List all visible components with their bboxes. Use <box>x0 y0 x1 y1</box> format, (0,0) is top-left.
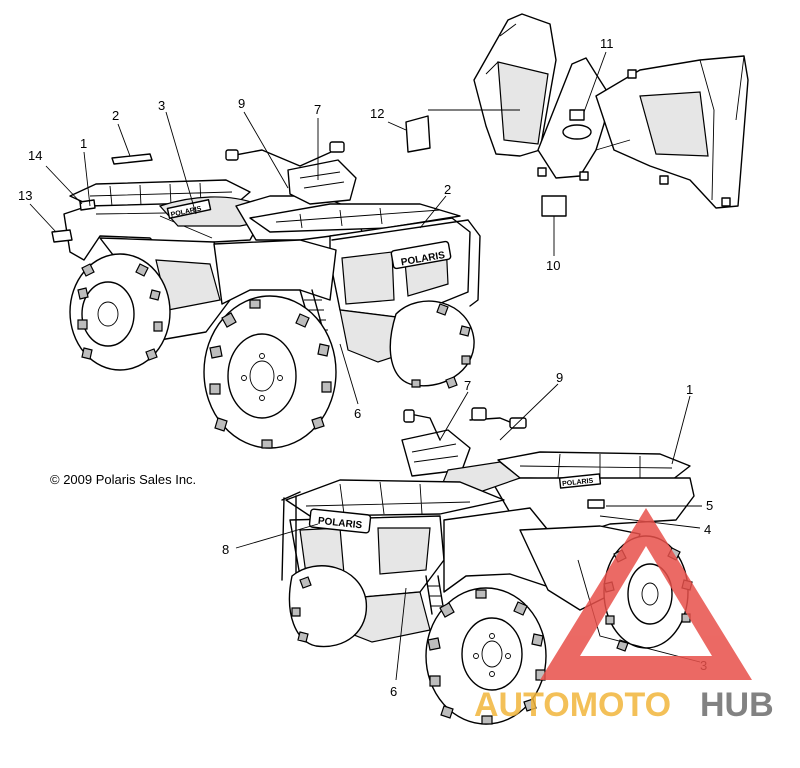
watermark: AUTOMOTO HUB <box>474 508 774 724</box>
callout-12: 12 <box>370 106 384 121</box>
callout-13: 13 <box>18 188 32 203</box>
callout-1-top: 1 <box>80 136 87 151</box>
decal-5-shape <box>587 499 605 509</box>
callout-2-top-left: 2 <box>112 108 119 123</box>
watermark-hub: HUB <box>700 686 774 724</box>
warning-triangle-logo <box>540 508 752 680</box>
callout-5: 5 <box>706 498 713 513</box>
callout-11: 11 <box>600 36 614 51</box>
callout-6-top: 6 <box>354 406 361 421</box>
decal-10-shape <box>541 195 567 217</box>
decal-14-shape <box>79 199 96 211</box>
rear-polaris-decal: POLARIS <box>562 478 594 488</box>
bottom-front-polaris-decal: POLARIS <box>317 516 363 532</box>
callout-3-top: 3 <box>158 98 165 113</box>
decal-12-shape <box>405 115 431 153</box>
callout-4: 4 <box>704 522 711 537</box>
atv-top: POLARIS POLARIS <box>63 141 481 449</box>
loose-decals-top <box>51 153 153 243</box>
callout-1-bottom: 1 <box>686 382 693 397</box>
callout-9-bottom: 9 <box>556 370 563 385</box>
leader-lines <box>29 51 702 681</box>
callout-10: 10 <box>546 258 560 273</box>
decal-2-top-left-shape <box>111 153 153 165</box>
callout-2-top-right: 2 <box>444 182 451 197</box>
copyright-notice: © 2009 Polaris Sales Inc. <box>50 472 196 487</box>
watermark-automoto: AUTOMOTO <box>474 686 671 724</box>
callout-7-bottom: 7 <box>464 378 471 393</box>
callout-14: 14 <box>28 148 42 163</box>
callout-8: 8 <box>222 542 229 557</box>
fender-panels <box>473 13 749 209</box>
callout-9-top: 9 <box>238 96 245 111</box>
decal-13-shape <box>51 229 73 243</box>
callout-6-bottom: 6 <box>390 684 397 699</box>
callout-7-top: 7 <box>314 102 321 117</box>
